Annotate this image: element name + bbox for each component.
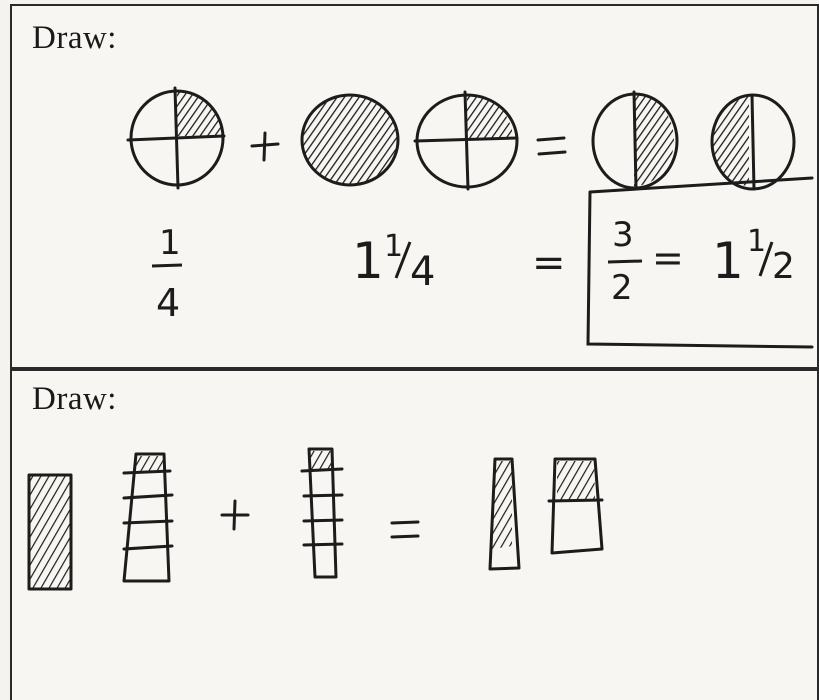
quartered-bar-drawing-2 <box>302 449 342 577</box>
equals-sign-drawing <box>538 138 565 154</box>
result-denominator: 2 <box>611 268 633 308</box>
whole-bar-drawing <box>29 475 71 589</box>
fraction-1-denominator: 4 <box>156 281 180 325</box>
result-equals: = <box>652 236 684 280</box>
plus-sign-drawing <box>222 501 248 529</box>
equals-sign-drawing <box>392 522 418 537</box>
equals-sign: = <box>532 240 566 286</box>
bottom-panel: Draw: <box>10 369 819 700</box>
fraction-1-numerator: 1 <box>159 223 181 263</box>
plus-sign-drawing <box>252 133 278 160</box>
mixed-number-whole: 1 <box>352 232 384 290</box>
quartered-bar-drawing <box>124 454 172 581</box>
result-fraction-numerator: 1 <box>747 224 766 259</box>
top-panel: Draw: <box>10 4 819 369</box>
split-bar-drawing <box>549 459 602 553</box>
half-bar-drawing <box>490 459 519 569</box>
handwritten-equation: 1 4 1 1 4 = 3 2 = 1 1 2 <box>152 215 795 325</box>
mixed-number-numerator: 1 <box>384 229 403 264</box>
mixed-number-denominator: 4 <box>410 249 435 295</box>
circle-fraction-sketch: 1 4 1 1 4 = 3 2 = 1 1 2 <box>12 6 817 367</box>
half-circle-drawing <box>593 92 677 188</box>
result-numerator: 3 <box>612 215 634 255</box>
quarter-circle-drawing <box>128 88 224 188</box>
result-fraction-denominator: 2 <box>772 246 795 287</box>
whole-circle-drawing <box>302 95 398 185</box>
half-circle-drawing-2 <box>712 95 794 189</box>
bar-fraction-sketch <box>12 371 817 700</box>
result-whole: 1 <box>712 232 744 290</box>
quarter-circle-drawing-2 <box>415 92 517 189</box>
